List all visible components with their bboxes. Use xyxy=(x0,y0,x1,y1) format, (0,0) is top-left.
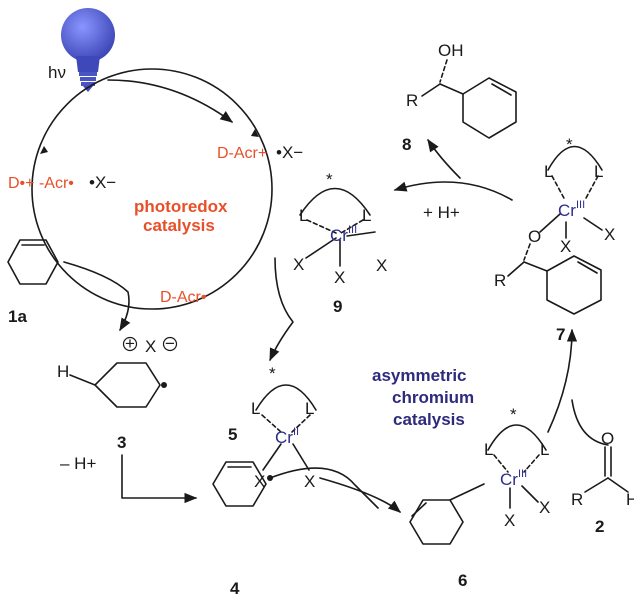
chirality-star-9: * xyxy=(326,170,333,189)
cr-ii-to-6-arrow xyxy=(319,477,401,513)
cyclohexene-structure xyxy=(7,239,59,285)
compound-6-label: 6 xyxy=(458,571,467,590)
radical-cation-structure xyxy=(69,336,178,408)
chromium-atom-7: CrIII xyxy=(558,199,585,220)
chromium-label-1: asymmetric xyxy=(372,366,467,385)
substrate-entry-arrow xyxy=(63,261,131,332)
r-group-7: R xyxy=(494,271,506,290)
oxygen-label-7: O xyxy=(528,227,541,246)
compound-7-label: 7 xyxy=(556,325,565,344)
ligand-right-9: L xyxy=(362,206,371,225)
allyl-radical-structure xyxy=(212,461,273,507)
minus-sign: − xyxy=(165,334,175,353)
chromium-ii-complex-5 xyxy=(255,384,317,471)
homoallylic-alcohol-8 xyxy=(421,59,517,139)
protonation-arrow xyxy=(393,181,513,201)
hydrogen-label-2: H xyxy=(626,490,634,509)
aldehyde-entry-arrow xyxy=(571,399,609,446)
counterion-x: X xyxy=(145,337,156,356)
product-release-arrow xyxy=(427,138,461,179)
ligand-left-9: L xyxy=(299,206,308,225)
chirality-star-6: * xyxy=(510,405,517,424)
photoredox-cycle-circle xyxy=(31,68,273,310)
ligand-right-7: L xyxy=(594,162,603,181)
light-arrow xyxy=(107,79,234,123)
r-group-2: R xyxy=(571,490,583,509)
x-ligand-7b: X xyxy=(604,225,615,244)
compound-1a-label: 1a xyxy=(8,307,27,326)
chromium-alkoxide-7 xyxy=(507,145,603,315)
chromium-atom-6: CrIII xyxy=(500,468,527,489)
compound-4-label: 4 xyxy=(230,579,240,597)
ligand-right-5: L xyxy=(305,399,314,418)
hydrogen-label: H xyxy=(57,362,69,381)
chirality-star-5: * xyxy=(269,364,276,383)
hydroxyl-label-8: OH xyxy=(438,41,464,60)
compound-2-label: 2 xyxy=(595,517,604,536)
x-ligand-9a: X xyxy=(293,255,304,274)
x-ligand-6a: X xyxy=(504,511,515,530)
counterion-label: •X− xyxy=(89,173,116,192)
oxidized-counterion-label: •X− xyxy=(276,143,303,162)
photocatalyst-radical-cation: D•+ -Acr• xyxy=(8,175,74,192)
ligand-left-6: L xyxy=(484,440,493,459)
allyl-chromium-complex-6 xyxy=(409,424,547,545)
reduction-arrow xyxy=(269,257,294,362)
x-ligand-7a: X xyxy=(560,237,571,256)
addition-arrow xyxy=(547,328,578,433)
x-ligand-5a: X xyxy=(254,472,265,491)
photocatalyst-reduced: D-Acr• xyxy=(160,289,206,306)
radical-capture-arrow xyxy=(269,467,379,509)
ligand-left-7: L xyxy=(544,162,553,181)
x-ligand-9c: X xyxy=(376,256,387,275)
ligand-left-5: L xyxy=(251,399,260,418)
chromium-atom-9: CrIII xyxy=(330,224,357,245)
deprotonation-arrow xyxy=(121,454,198,504)
ligand-right-6: L xyxy=(540,440,549,459)
aldehyde-structure xyxy=(584,446,629,493)
photoredox-label-1: photoredox xyxy=(134,197,228,216)
chromium-label-3: catalysis xyxy=(393,410,465,429)
chromium-label-2: chromium xyxy=(392,388,474,407)
compound-5-label: 5 xyxy=(228,425,237,444)
cycle-arrowhead-left xyxy=(40,146,48,154)
x-ligand-6b: X xyxy=(539,498,550,517)
light-label: hν xyxy=(48,63,66,82)
cycle-arrowhead-right xyxy=(251,129,259,137)
chromium-iii-complex-9 xyxy=(299,187,376,267)
x-ligand-5b: X xyxy=(304,472,315,491)
proton-loss-label: – H+ xyxy=(60,454,96,473)
r-group-8: R xyxy=(406,91,418,110)
compound-3-label: 3 xyxy=(117,433,126,452)
compound-9-label: 9 xyxy=(333,297,342,316)
proton-add-label: + H+ xyxy=(423,203,460,222)
chromium-atom-5: CrII xyxy=(275,426,299,447)
plus-sign: + xyxy=(125,334,135,353)
photoredox-label-2: catalysis xyxy=(143,216,215,235)
photocatalyst-oxidized: D-Acr+ xyxy=(217,145,267,162)
light-bulb-icon xyxy=(61,8,115,92)
compound-8-label: 8 xyxy=(402,135,411,154)
chirality-star-7: * xyxy=(566,135,573,154)
x-ligand-9b: X xyxy=(334,268,345,287)
oxygen-label-2: O xyxy=(601,429,614,448)
